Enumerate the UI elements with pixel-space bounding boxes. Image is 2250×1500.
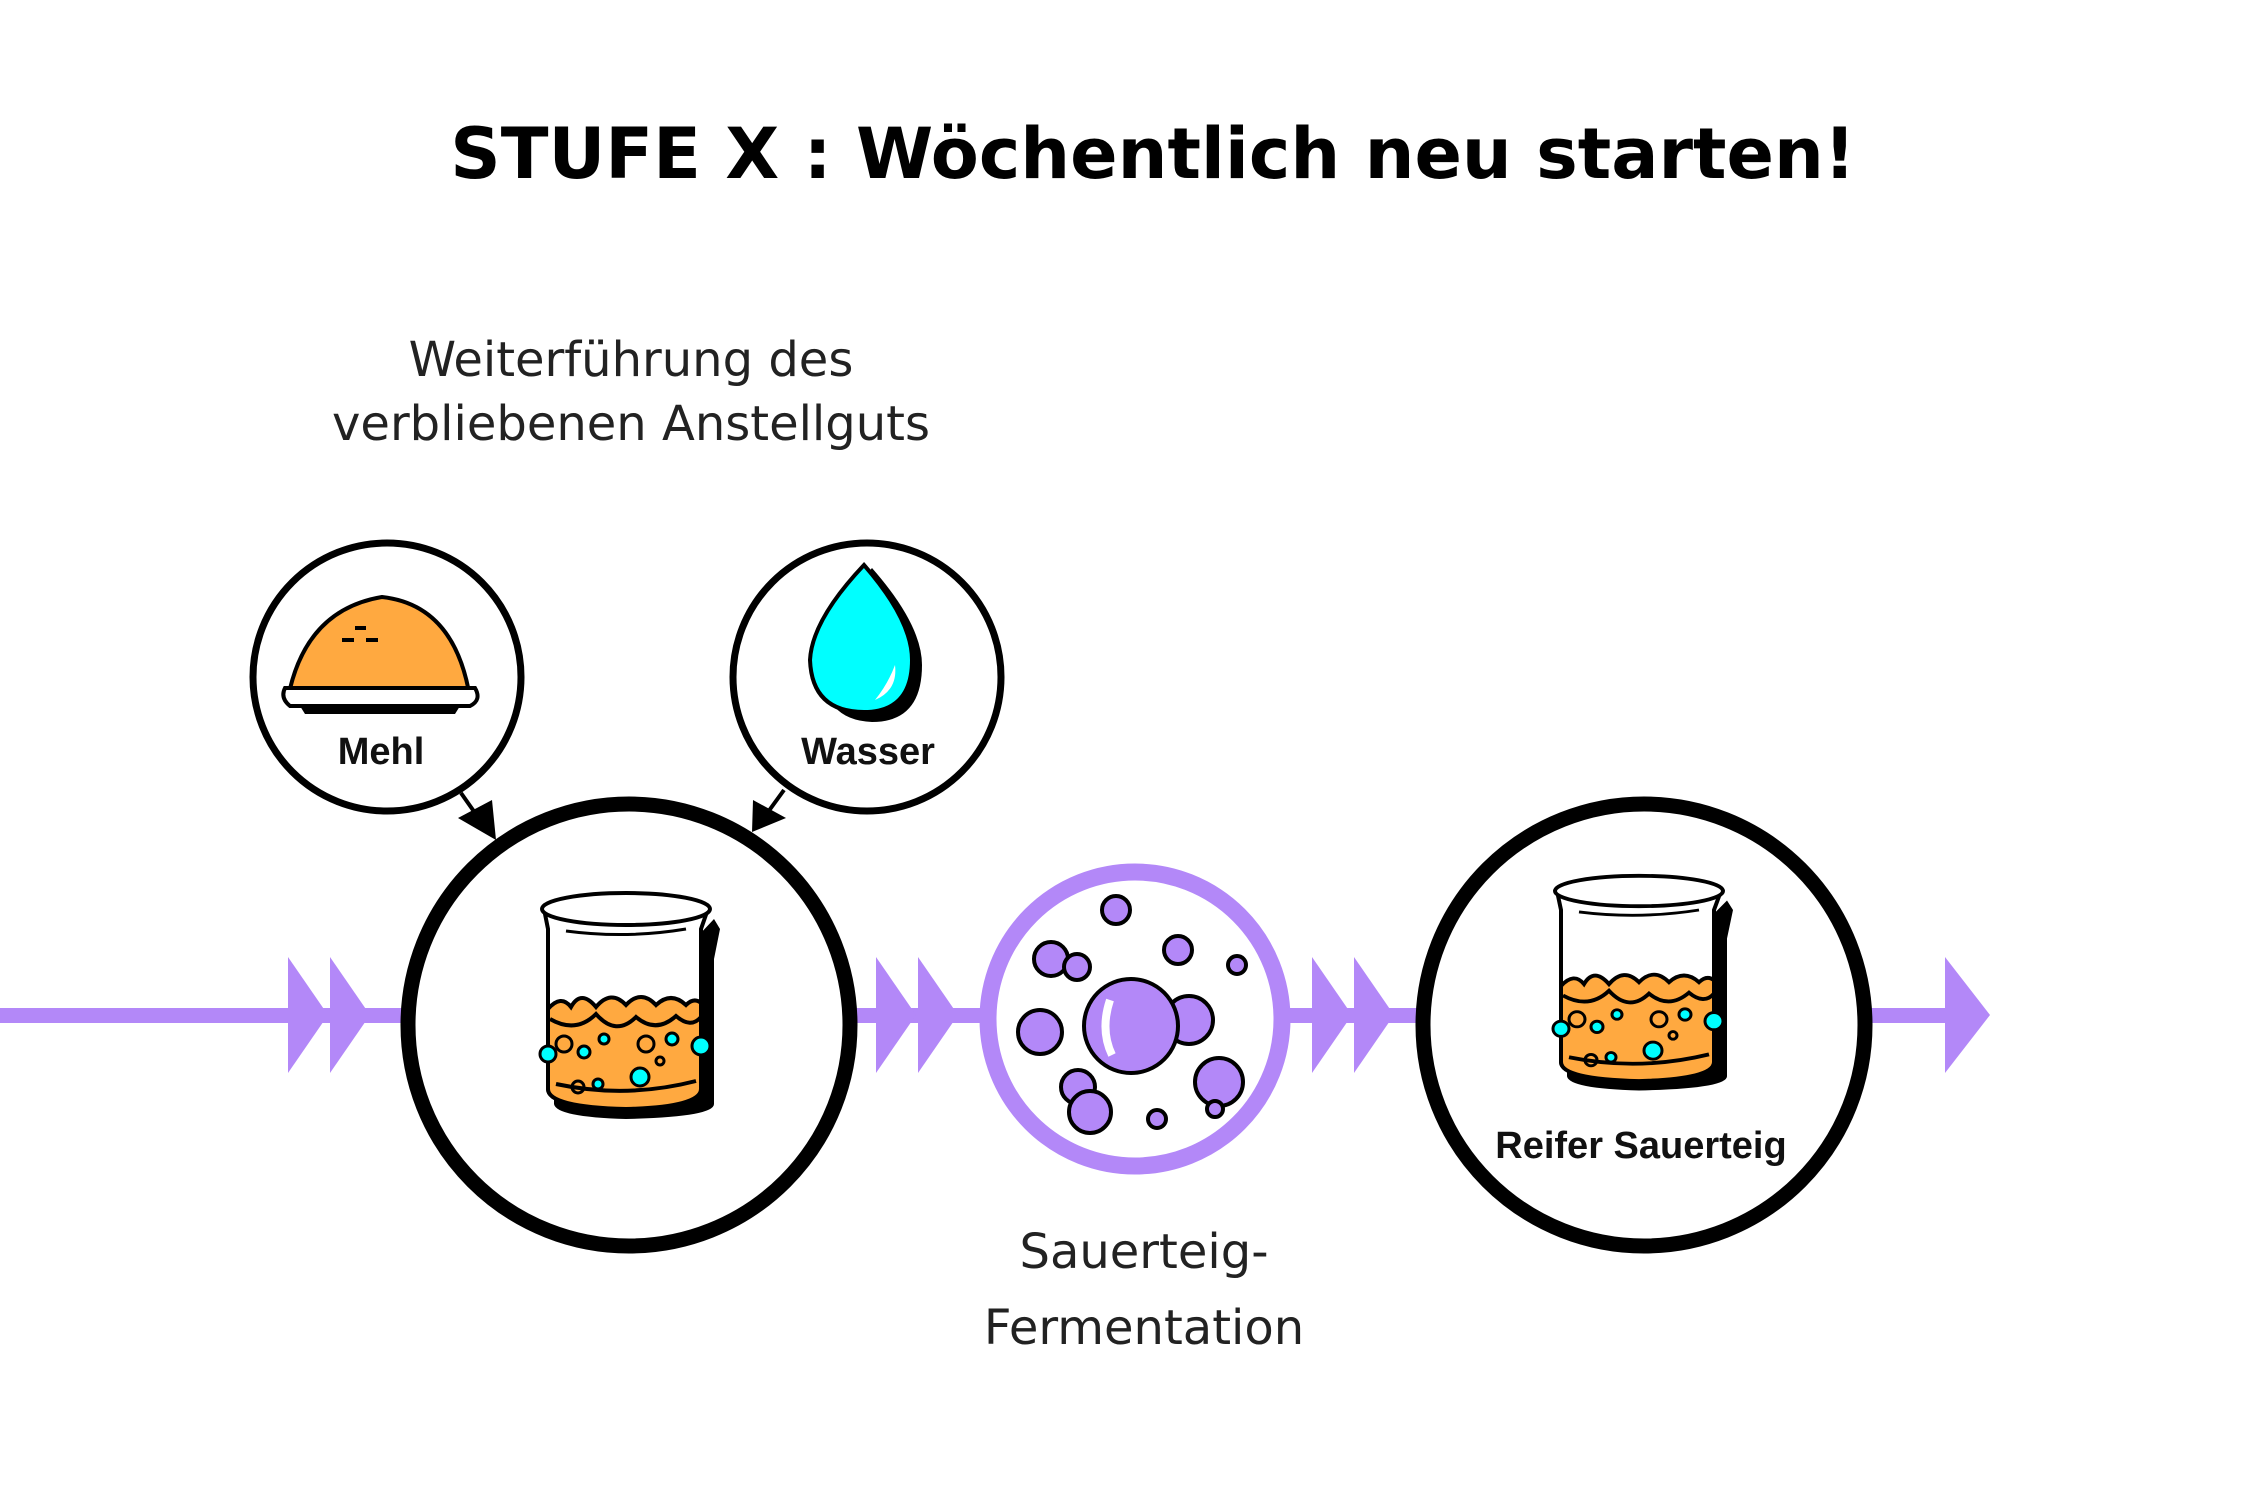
result-label: Reifer Sauerteig [1495,1125,1786,1167]
input-mehl: Mehl [249,539,525,815]
fermentation-stage: Sauerteig- Fermentation [979,863,1304,1356]
bubble [1016,1008,1064,1056]
bubble [1082,977,1180,1075]
bubble [1226,954,1248,976]
subtitle-line-2: verbliebenen Anstellguts [332,396,930,452]
beaker-icon [538,891,722,1121]
bubble [1193,1056,1245,1108]
fermentation-label-1: Sauerteig- [1019,1224,1268,1280]
arrow-wasser-icon [752,788,786,832]
wasser-label: Wasser [801,731,935,773]
mehl-label: Mehl [338,731,425,773]
flour-pile-icon [281,594,480,714]
bubble [1067,1089,1113,1135]
beaker-icon [1551,873,1735,1093]
bubble [1205,1099,1225,1119]
subtitle-line-1: Weiterführung des [409,332,854,388]
bubble [1100,894,1132,926]
bubble [1146,1108,1168,1130]
mixing-stage [400,796,858,1254]
arrow-mehl-icon [458,791,496,840]
result-stage: Reifer Sauerteig [1415,796,1873,1254]
bubble [1062,952,1092,982]
input-wasser: Wasser [729,539,1005,815]
water-drop-icon [807,562,922,722]
page-title: STUFE X : Wöchentlich neu starten! [450,113,1855,195]
fermentation-label-2: Fermentation [984,1300,1304,1356]
bubble-highlight [1101,998,1116,1057]
bubbles-icon [1016,894,1248,1135]
flow-end-arrow-icon [1945,957,1990,1073]
bubble [1162,934,1194,966]
